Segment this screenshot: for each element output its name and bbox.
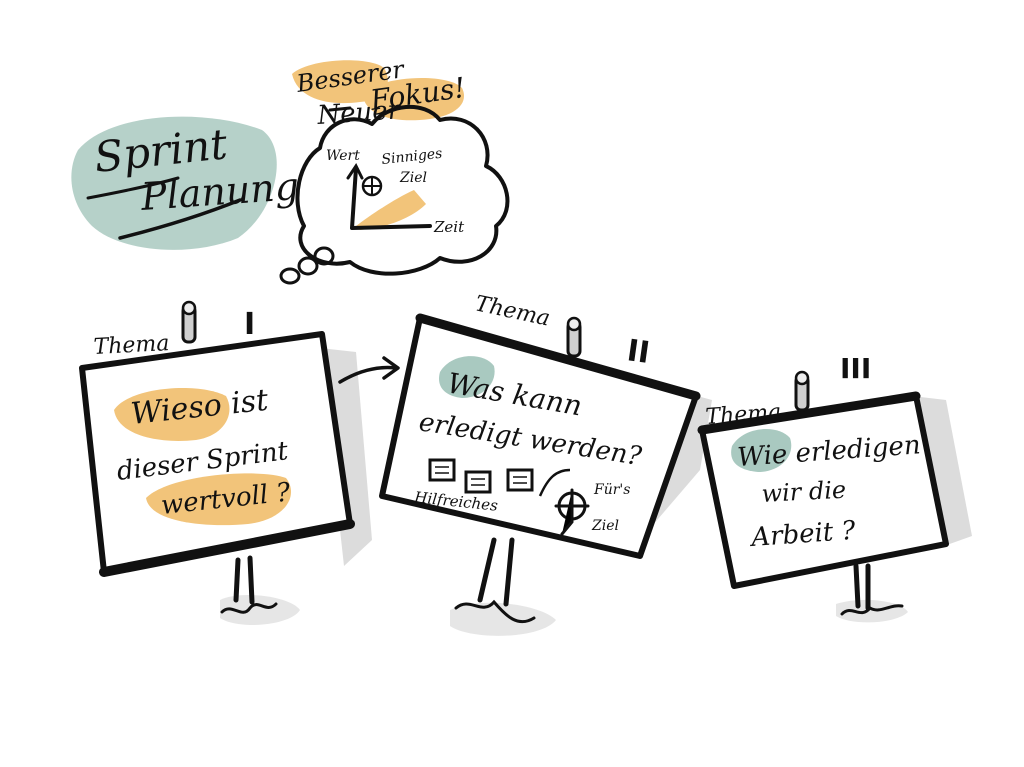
board-1-highlight-1 xyxy=(114,387,230,441)
mini-chart-fill xyxy=(356,190,426,230)
board-1-highlight-2 xyxy=(146,473,292,526)
board-3-line-3: Arbeit ? xyxy=(748,516,857,553)
target-icon xyxy=(361,175,383,197)
mini-chart-x-label: Zeit xyxy=(433,218,465,236)
board-2-note-right-1: Für's xyxy=(593,482,630,498)
thought-cloud: Besserer Neuer Fokus! Wert Sinniges Ziel… xyxy=(279,55,510,285)
board-1-stand-shadow xyxy=(220,595,300,625)
board-3-shadow xyxy=(912,396,972,546)
board-2-stand-shadow xyxy=(450,602,556,636)
board-3-stand-feet xyxy=(840,604,904,616)
title-block: Sprint Planung xyxy=(71,116,300,250)
highlight-fokus xyxy=(362,77,465,121)
arrow-to-board-2 xyxy=(338,365,398,384)
mini-chart-goal-line1: Sinniges xyxy=(381,146,443,168)
board-2-highlight xyxy=(438,356,495,398)
board-3-stand xyxy=(853,563,871,611)
board-3-highlight xyxy=(731,428,792,472)
board-2-stand-feet xyxy=(454,599,536,624)
mini-chart-y-label: Wert xyxy=(326,148,360,164)
board-1: Thema I Wieso ist dieser Sprint wertvoll… xyxy=(79,300,372,625)
board-3: Thema III Wie erledigen wir die Arbeit ? xyxy=(697,352,972,623)
document-icon xyxy=(464,470,492,494)
board-3-numeral: III xyxy=(840,352,871,385)
mini-chart-arrow xyxy=(346,163,364,180)
board-2-label: Thema xyxy=(473,291,552,331)
title-underline-1 xyxy=(86,176,180,200)
mini-chart-axes xyxy=(350,166,432,230)
document-icon xyxy=(506,468,534,492)
thought-bubble-2 xyxy=(297,256,319,276)
board-1-label: Thema xyxy=(93,331,170,360)
cloud-outline xyxy=(295,105,510,276)
board-1-stand-feet xyxy=(220,602,278,614)
board-3-stand-shadow xyxy=(836,599,908,623)
board-1-stand xyxy=(233,555,255,605)
thought-bubble-3 xyxy=(313,246,335,266)
strikethrough-neuer xyxy=(328,106,352,112)
board-2-curve-arrow xyxy=(538,468,571,497)
board-3-label: Thema xyxy=(705,400,782,430)
target-icon xyxy=(554,488,590,536)
document-icon xyxy=(428,458,456,482)
board-1-numeral: I xyxy=(244,307,255,342)
board-2-note-right-2: Ziel xyxy=(591,518,619,534)
mini-chart-goal-line2: Ziel xyxy=(399,170,427,186)
title-teal-highlight xyxy=(71,116,277,250)
board-3-line-2: wir die xyxy=(761,476,847,508)
board-2-numeral: II xyxy=(625,333,652,371)
board-2: Thema II Was kann erledigt werden? Hilfr… xyxy=(379,291,712,636)
thought-bubble-1 xyxy=(279,267,301,285)
arrow-head xyxy=(382,356,400,380)
title-underline-2 xyxy=(118,198,242,240)
board-2-stand xyxy=(477,537,515,607)
